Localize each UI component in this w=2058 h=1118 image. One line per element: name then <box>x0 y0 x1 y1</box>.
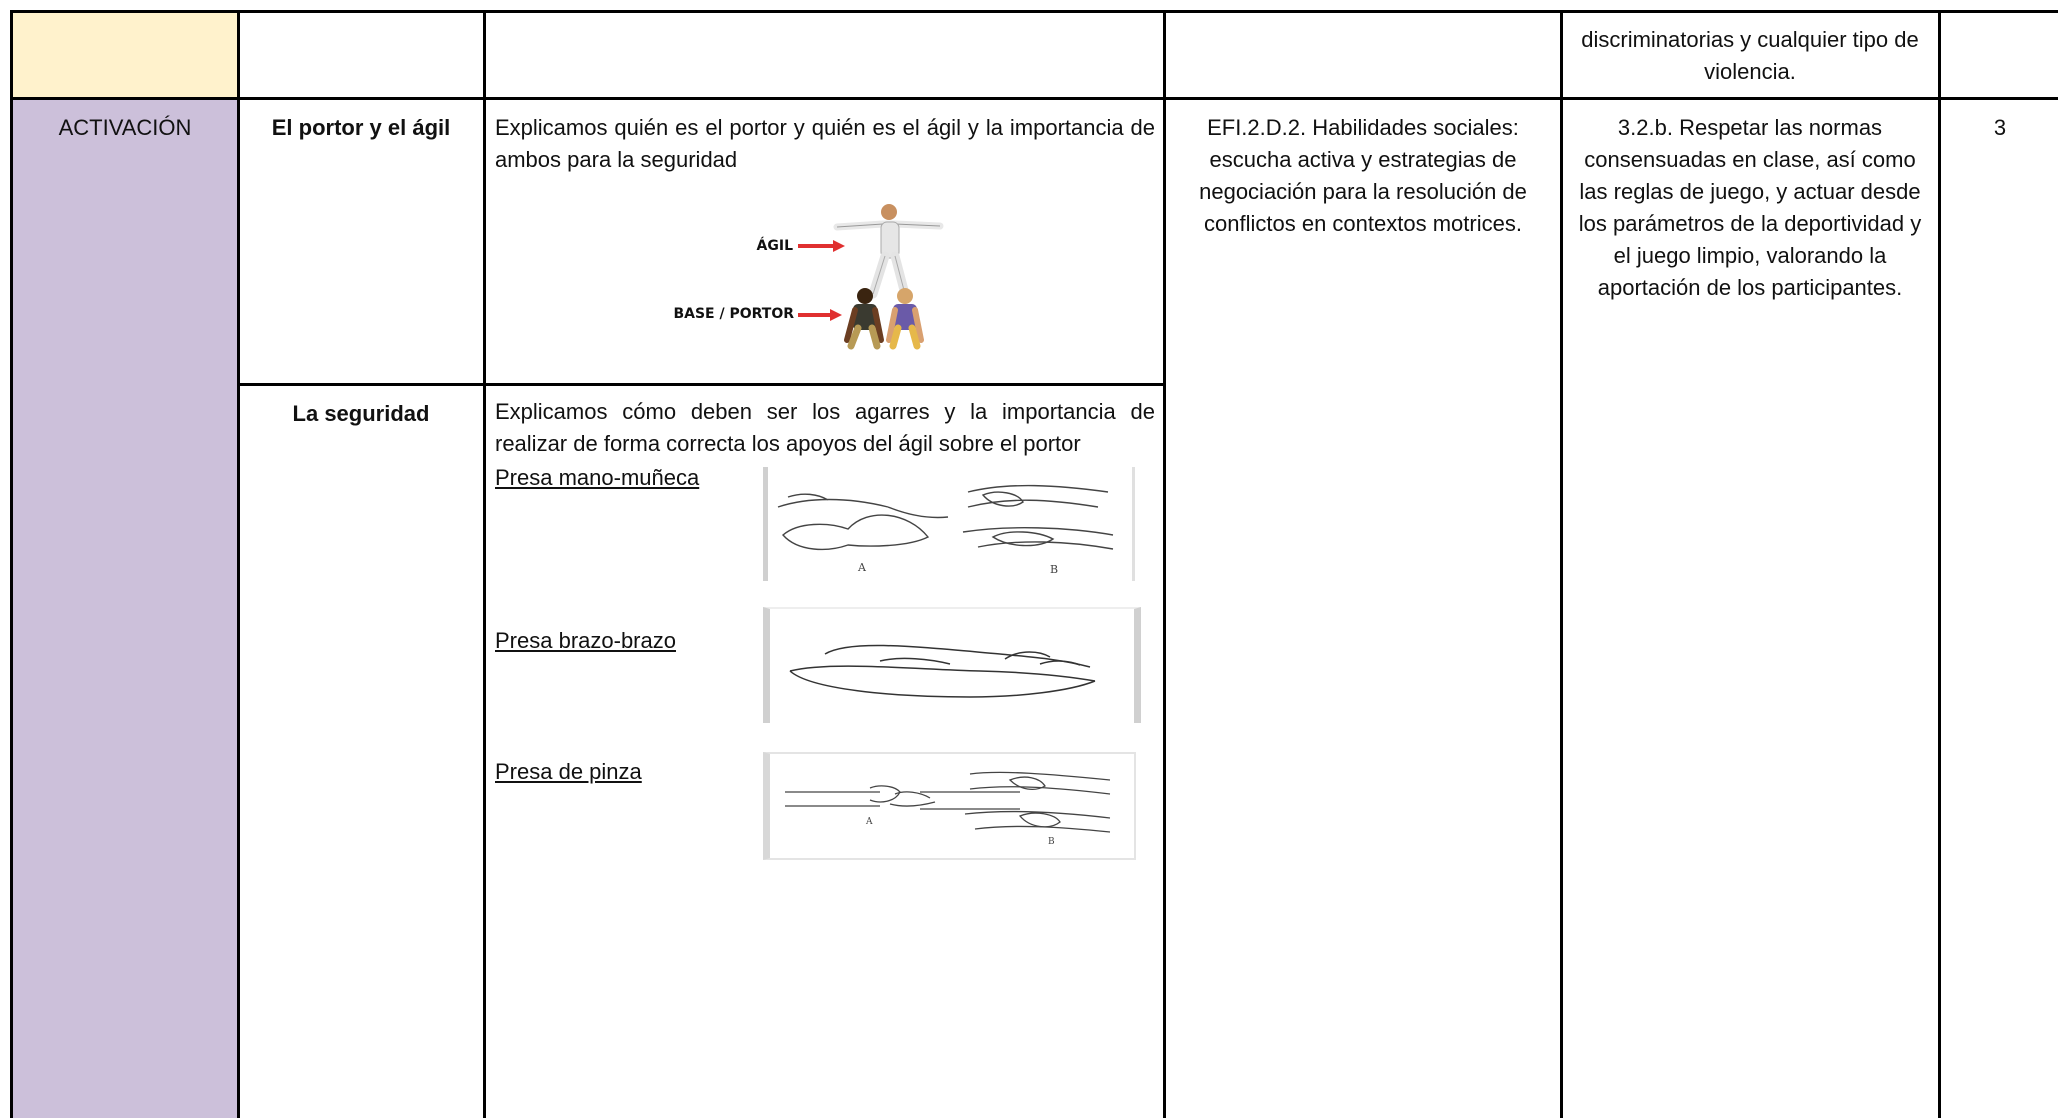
activity-divider <box>239 383 1165 386</box>
fig-label: A <box>866 817 873 827</box>
phase-column-bg <box>12 100 238 1118</box>
grip-label: Presa de pinza <box>495 759 642 784</box>
col-divider-1 <box>237 10 240 1118</box>
portor-agil-figure: ÁGIL BASE / PORTOR <box>655 200 945 350</box>
grip-label: Presa brazo-brazo <box>495 628 676 653</box>
phase-cell-top-bg <box>12 12 238 98</box>
saber-basico-text: EFI.2.D.2. Habilidades sociales: escucha… <box>1199 115 1527 236</box>
fig-label: B <box>1048 837 1055 847</box>
activity-description: Explicamos cómo deben ser los agarres y … <box>495 399 1155 456</box>
base-portor-label: BASE / PORTOR <box>673 306 794 322</box>
grip-label: Presa mano-muñeca <box>495 465 700 490</box>
criterio-continued-text: discriminatorias y cualquier tipo de vio… <box>1581 27 1919 84</box>
grip-figure-pinza: A B <box>763 752 1136 860</box>
col-divider-5 <box>1938 10 1941 1118</box>
table-top-border <box>10 10 2058 13</box>
col-divider-4 <box>1560 10 1563 1118</box>
agil-label: ÁGIL <box>756 238 793 254</box>
row-divider <box>10 97 2058 100</box>
activity-title: La seguridad <box>292 401 430 426</box>
fig-label: B <box>1050 563 1059 576</box>
agil-head <box>881 204 897 220</box>
col-divider-3 <box>1163 10 1166 1118</box>
activity-description: Explicamos quién es el portor y quién es… <box>495 115 1155 172</box>
grip-figure-mano-muneca: A B <box>763 467 1135 581</box>
grip-figure-brazo-brazo <box>763 607 1141 723</box>
col-divider-2 <box>483 10 486 1118</box>
activity-title: El portor y el ágil <box>271 115 451 140</box>
table-left-border <box>10 10 13 1118</box>
phase-label: ACTIVACIÓN <box>58 115 192 140</box>
fig-label: A <box>858 561 866 574</box>
criterio-text: 3.2.b. Respetar las normas consensuadas … <box>1578 115 1922 300</box>
session-count: 3 <box>1993 115 2007 140</box>
